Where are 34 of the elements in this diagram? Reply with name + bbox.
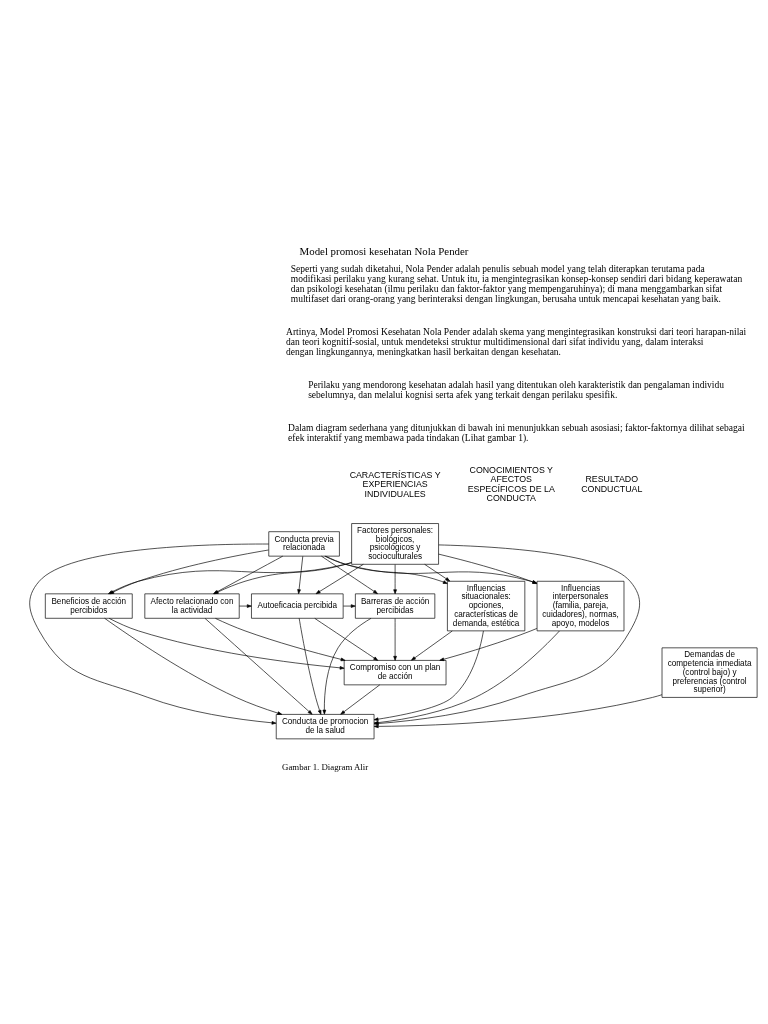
label: RESULTADO CONDUCTUAL (581, 474, 643, 494)
arrow (298, 617, 322, 715)
label: Perilaku yang mendorong kesehatan adalah hasil yang ditentukan oleh karakteristik dan pengalaman individu sebelumnya, dan melalui kognisi serta afek yang terkait dengan perilaku spesifik. (308, 379, 724, 401)
arrow (424, 564, 451, 582)
label: Artinya, Model Promosi Kesehatan Nola Pender adalah skema yang mengintegrasikan konstruksi dari teori harapan-nilai dan teori kognitif-sosial, untuk mendeteksi struktur multidimensional dari sifat individu yang, dalam interaksi dengan lingkungannya, meningkatkan hasil berkaitan dengan kesehatan. (286, 326, 747, 358)
arrow (239, 604, 252, 608)
arrow (325, 555, 448, 584)
diagram-title: Model promosi kesehatan Nola Pender (299, 245, 469, 258)
arrow (213, 562, 352, 595)
arrow (439, 628, 538, 661)
arrow (343, 604, 356, 608)
arrow (340, 684, 381, 715)
label: CARACTERÍSTICAS Y EXPERIENCIAS INDIVIDUALES (349, 469, 441, 499)
label: Dalam diagram sederhana yang ditunjukkan di bawah ini menunjukkan sebuah asosiasi; faktor-faktornya dilihat sebagai efek interaktif yang membawa pada tindakan (Lihat gambar 1). (288, 422, 745, 443)
arrow (373, 630, 484, 721)
arrow (204, 618, 313, 715)
arrow (393, 564, 397, 595)
label: Seperti yang sudah diketahui, Nola Pender adalah penulis sebuah model yang telah diterapkan terutama pada modifikasi perilaku yang kurang sehat. Untuk itu, ia mengintegrasikan konsep-konsep sendiri dari bidang keperawatan dan psikologi kesehatan (ilmu perilaku dan faktor-faktor yang mempengaruhinya); di mana menggambarkan sifat multifaset dari orang-orang yang berinteraksi dengan lingkungan, berusaha untuk mencapai kesehatan yang baik. (290, 263, 743, 305)
arrow (314, 618, 379, 661)
label: CONOCIMIENTOS Y AFECTOS ESPECÍFICOS DE LA CONDUCTA (467, 464, 555, 504)
caption: Gambar 1. Diagram Alir (282, 762, 369, 773)
arrow (104, 617, 283, 715)
arrow (297, 556, 304, 595)
arrow (324, 555, 538, 584)
arrow (411, 630, 453, 661)
arrow (215, 618, 346, 662)
arrow (213, 555, 284, 595)
arrow (315, 564, 364, 595)
arrow (29, 543, 277, 725)
arrow (108, 618, 345, 670)
arrow (393, 618, 397, 661)
arrow (321, 555, 378, 594)
arrow (438, 553, 538, 584)
arrow (322, 618, 372, 715)
